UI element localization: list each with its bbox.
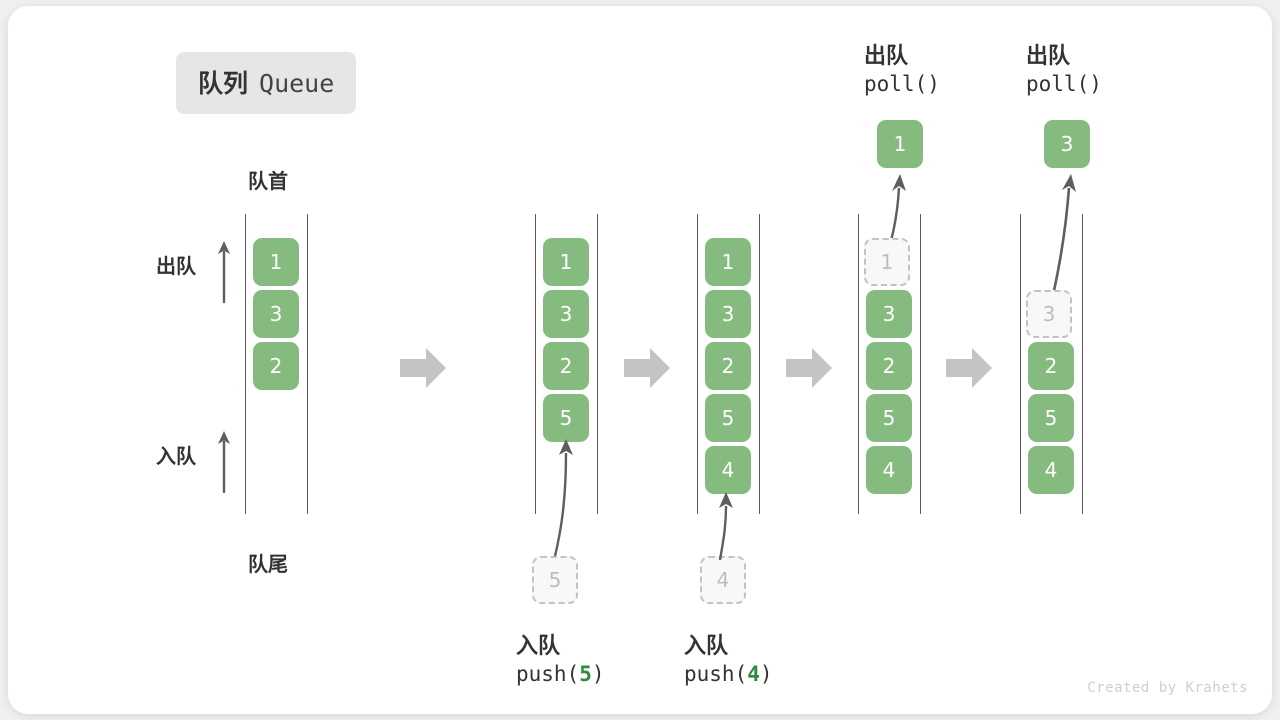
operation-label-code: push(4) [684, 662, 773, 686]
enqueue-direction-arrow-icon [218, 431, 230, 493]
queue-rail-left-1 [535, 214, 536, 514]
queue-cell-new: 5 [543, 394, 589, 442]
pending-element-ghost: 5 [532, 556, 578, 604]
queue-cell: 2 [705, 342, 751, 390]
removed-element-ghost: 1 [864, 238, 910, 286]
polled-element: 3 [1044, 120, 1090, 168]
queue-rail-right-0 [307, 214, 308, 514]
queue-rail-left-2 [697, 214, 698, 514]
operation-label-code: push(5) [516, 662, 605, 686]
operation-label-cn: 出队 [864, 44, 909, 69]
queue-rail-right-2 [759, 214, 760, 514]
code-fn: push( [516, 662, 580, 686]
queue-cell: 2 [1028, 342, 1074, 390]
enqueue-motion-arrow-icon [718, 492, 733, 561]
operation-label-cn: 入队 [516, 634, 561, 659]
operation-label-code: poll() [1026, 72, 1102, 96]
step-arrow-icon [786, 348, 832, 388]
operation-label-cn: 入队 [684, 634, 729, 659]
queue-cell: 3 [866, 290, 912, 338]
code-paren: ) [591, 662, 605, 686]
pending-element-ghost: 4 [700, 556, 746, 604]
operation-label-code: poll() [864, 72, 940, 96]
queue-cell: 4 [1028, 446, 1074, 494]
queue-rail-right-3 [920, 214, 921, 514]
queue-cell: 2 [543, 342, 589, 390]
queue-cell: 5 [1028, 394, 1074, 442]
queue-cell: 5 [705, 394, 751, 442]
queue-cell: 5 [866, 394, 912, 442]
queue-cell: 1 [705, 238, 751, 286]
queue-rail-left-4 [1020, 214, 1021, 514]
queue-cell-new: 4 [705, 446, 751, 494]
title-en: Queue [259, 69, 335, 98]
code-arg: 4 [747, 662, 760, 686]
queue-rail-right-4 [1082, 214, 1083, 514]
enqueue-direction-label: 入队 [156, 444, 196, 468]
step-arrow-icon [946, 348, 992, 388]
queue-cell: 3 [253, 290, 299, 338]
credit-watermark: Created by Krahets [1087, 680, 1248, 696]
dequeue-direction-arrow-icon [218, 241, 230, 303]
queue-cell: 3 [543, 290, 589, 338]
diagram-card: 队列 Queue 队首 队尾 出队 入队 1 3 2 1 3 2 5 5 入队 … [8, 6, 1272, 714]
queue-cell: 1 [543, 238, 589, 286]
queue-cell: 2 [866, 342, 912, 390]
queue-cell: 1 [253, 238, 299, 286]
code-arg: 5 [579, 662, 592, 686]
queue-cell: 4 [866, 446, 912, 494]
removed-element-ghost: 3 [1026, 290, 1072, 338]
diagram-title-chip: 队列 Queue [176, 52, 357, 114]
code-fn: push( [684, 662, 748, 686]
queue-head-label: 队首 [248, 169, 288, 193]
polled-element: 1 [877, 120, 923, 168]
code-paren: ) [759, 662, 773, 686]
enqueue-motion-arrow-icon [553, 439, 573, 557]
title-cn: 队列 [198, 69, 249, 98]
queue-tail-label: 队尾 [248, 552, 288, 576]
step-arrow-icon [624, 348, 670, 388]
queue-rail-right-1 [597, 214, 598, 514]
dequeue-direction-label: 出队 [156, 254, 196, 278]
queue-rail-left-3 [858, 214, 859, 514]
queue-cell: 3 [705, 290, 751, 338]
queue-cell: 2 [253, 342, 299, 390]
queue-rail-left-0 [245, 214, 246, 514]
operation-label-cn: 出队 [1026, 44, 1071, 69]
step-arrow-icon [400, 348, 446, 388]
